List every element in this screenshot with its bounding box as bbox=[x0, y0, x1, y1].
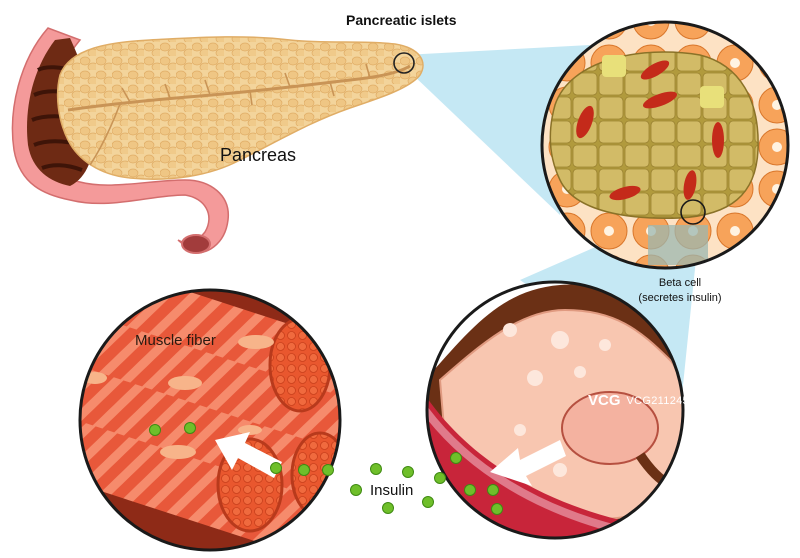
label-beta-cell-line1: Beta cell bbox=[658, 277, 702, 289]
label-beta-cell-line2: (secretes insulin) bbox=[638, 292, 722, 304]
muscle-zoom bbox=[78, 288, 342, 552]
green-dot-icon bbox=[382, 502, 394, 514]
cell-nucleus bbox=[561, 391, 659, 465]
red-blood-cell bbox=[683, 170, 697, 200]
beta-cell-marker-circle bbox=[680, 199, 706, 225]
green-dot-icon bbox=[149, 424, 161, 436]
green-dot-icon bbox=[491, 503, 503, 515]
red-blood-cell bbox=[640, 60, 670, 80]
green-dot-icon bbox=[487, 484, 499, 496]
islet-marker-circle bbox=[393, 52, 415, 74]
pancreatic-duct bbox=[67, 64, 411, 112]
watermark-logo: VCG bbox=[588, 392, 621, 409]
green-dot-icon bbox=[322, 464, 334, 476]
green-dot-icon bbox=[450, 452, 462, 464]
green-dot-icon bbox=[350, 484, 362, 496]
muscle-fiber-cross-section bbox=[290, 431, 340, 519]
green-dot-icon bbox=[464, 484, 476, 496]
arrow-icon bbox=[215, 432, 282, 478]
watermark: VCG VCG211245128195 bbox=[588, 392, 727, 409]
insulin-particles bbox=[149, 422, 503, 515]
zoom-beam-islet bbox=[404, 45, 590, 215]
green-dot-icon bbox=[370, 463, 382, 475]
label-pancreas: Pancreas bbox=[220, 145, 297, 165]
red-blood-cell bbox=[712, 122, 724, 158]
red-blood-cell bbox=[576, 105, 594, 139]
green-dot-icon bbox=[402, 466, 414, 478]
green-dot-icon bbox=[184, 422, 196, 434]
label-insulin: Insulin bbox=[370, 482, 414, 499]
green-dot-icon bbox=[434, 472, 446, 484]
green-dot-icon bbox=[270, 462, 282, 474]
pancreas bbox=[56, 36, 424, 180]
muscle-fiber-cross-section bbox=[268, 317, 332, 413]
label-pancreatic-islets: Pancreatic islets bbox=[346, 12, 457, 28]
green-dot-icon bbox=[298, 464, 310, 476]
watermark-code: VCG211245128195 bbox=[626, 394, 728, 407]
red-blood-cell bbox=[642, 91, 678, 109]
islet-zoom bbox=[540, 20, 790, 270]
label-muscle-fiber: Muscle fiber bbox=[135, 332, 216, 349]
green-dot-icon bbox=[422, 496, 434, 508]
red-blood-cell bbox=[609, 185, 641, 201]
label-beta-cell: Beta cell (secretes insulin) bbox=[620, 276, 740, 306]
arrow-icon bbox=[490, 440, 566, 486]
